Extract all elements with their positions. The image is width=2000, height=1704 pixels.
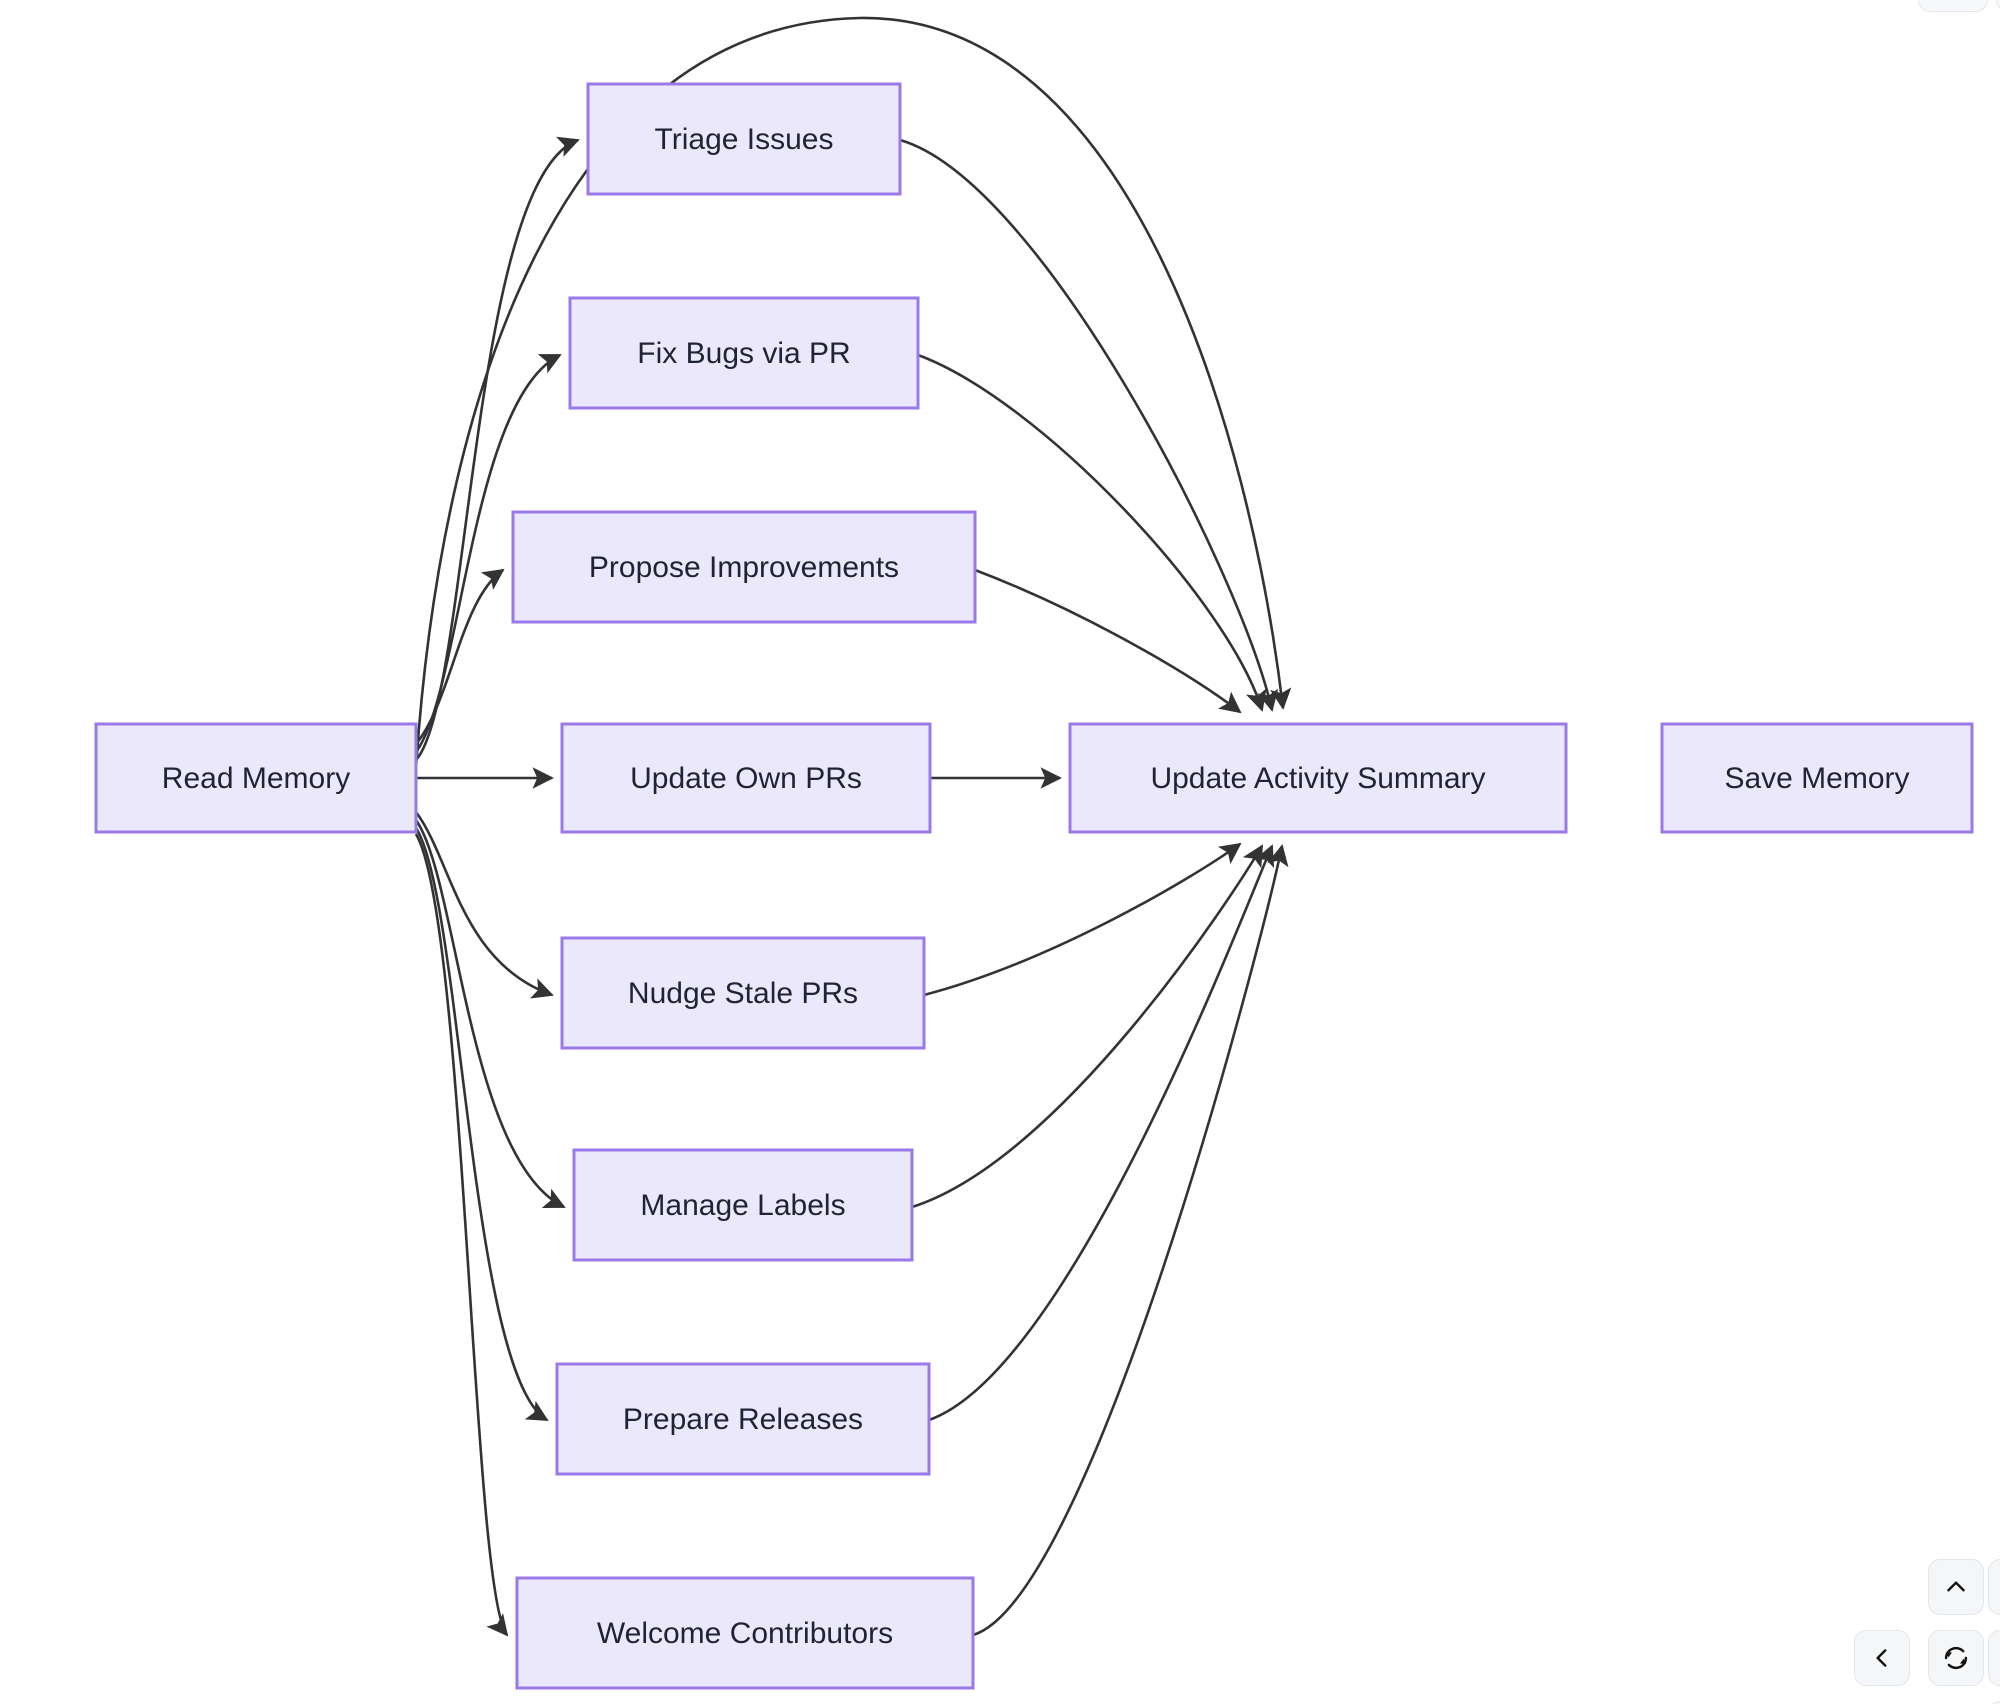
node-propose-improvements[interactable]: Propose Improvements — [511, 510, 977, 624]
node-manage-labels[interactable]: Manage Labels — [572, 1148, 914, 1262]
node-update-activity-summary[interactable]: Update Activity Summary — [1068, 722, 1568, 834]
pan-up-button[interactable] — [1928, 1559, 1984, 1615]
node-label-read-memory: Read Memory — [162, 762, 350, 795]
edge-read-memory-to-releases — [414, 827, 549, 1422]
edge-read-memory-to-propose — [414, 568, 505, 745]
chevron-up-icon — [1947, 1581, 1965, 1592]
edge-layer — [414, 16, 1292, 1637]
node-label-update-own-prs: Update Own PRs — [630, 762, 862, 795]
edge-labels-to-activity — [911, 844, 1264, 1209]
node-label-nudge-stale-prs: Nudge Stale PRs — [628, 977, 858, 1010]
node-triage-issues[interactable]: Triage Issues — [586, 82, 902, 196]
node-label-fix-bugs-via-pr: Fix Bugs via PR — [637, 337, 850, 370]
edge-read-memory-to-welcome — [414, 833, 509, 1637]
node-prepare-releases[interactable]: Prepare Releases — [555, 1362, 931, 1476]
chevron-left-icon — [1876, 1649, 1887, 1667]
node-update-own-prs[interactable]: Update Own PRs — [560, 722, 932, 834]
node-label-save-memory: Save Memory — [1724, 762, 1909, 795]
node-label-propose-improvements: Propose Improvements — [589, 551, 899, 584]
node-layer: Read Memory Triage Issues Fix Bugs via P… — [94, 82, 1974, 1690]
node-read-memory[interactable]: Read Memory — [94, 722, 418, 834]
pan-right-button-cutoff[interactable] — [1988, 1559, 2000, 1615]
node-welcome-contributors[interactable]: Welcome Contributors — [515, 1576, 975, 1690]
reset-view-button[interactable] — [1928, 1630, 1984, 1686]
refresh-icon — [1944, 1646, 1968, 1670]
pan-left-button[interactable] — [1854, 1630, 1910, 1686]
edge-triage-to-activity — [899, 138, 1279, 712]
node-nudge-stale-prs[interactable]: Nudge Stale PRs — [560, 936, 926, 1050]
node-label-manage-labels: Manage Labels — [640, 1189, 845, 1222]
edge-propose-to-activity — [974, 568, 1242, 714]
top-toolbar-chip-cutoff-a[interactable] — [1918, 0, 1988, 12]
node-label-triage-issues: Triage Issues — [655, 123, 834, 156]
edge-read-memory-to-nudge — [414, 811, 554, 999]
edge-read-memory-to-labels — [414, 819, 566, 1209]
zoom-button-cutoff[interactable] — [1988, 1630, 2000, 1686]
node-label-update-activity-summary: Update Activity Summary — [1150, 762, 1485, 795]
edge-welcome-to-activity — [972, 844, 1289, 1637]
edge-nudge-to-activity — [923, 842, 1242, 997]
node-label-welcome-contributors: Welcome Contributors — [597, 1617, 893, 1650]
node-save-memory[interactable]: Save Memory — [1660, 722, 1974, 834]
edge-fix-bugs-to-activity — [917, 353, 1267, 712]
node-label-prepare-releases: Prepare Releases — [623, 1403, 863, 1436]
edge-read-memory-bypass-arc-to-activity — [414, 16, 1292, 769]
node-fix-bugs-via-pr[interactable]: Fix Bugs via PR — [568, 296, 920, 410]
edge-releases-to-activity — [928, 844, 1275, 1422]
